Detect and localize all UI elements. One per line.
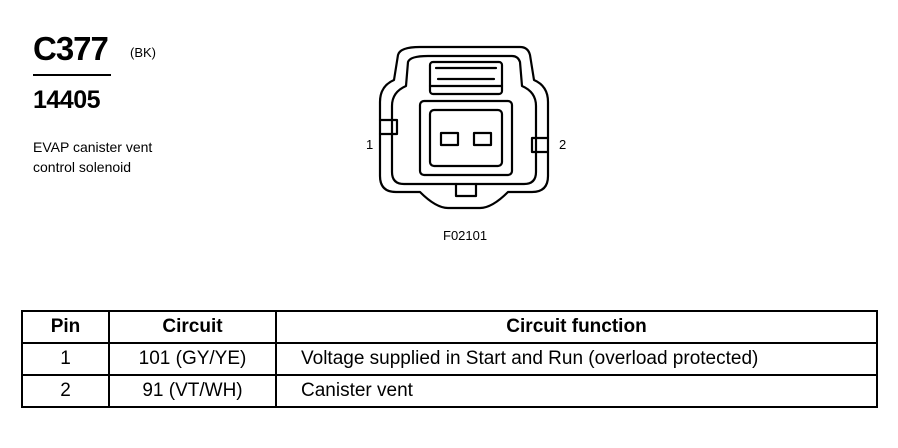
pin-cavity-1 [439,131,460,147]
side-tab-right [530,136,550,154]
pin-cavity-2 [472,131,493,147]
circuit-function: Canister vent [275,374,878,408]
pin-label-1: 1 [366,137,374,152]
header-circuit-function: Circuit function [275,310,878,344]
component-description: EVAP canister vent control solenoid [33,137,213,177]
figure-id: F02101 [443,228,488,243]
connector-color: (BK) [130,45,156,60]
pin-label-2: 2 [559,137,567,152]
description-line-2: control solenoid [33,159,132,175]
circuit-function: Voltage supplied in Start and Run (overl… [275,342,878,376]
header-circuit: Circuit [108,310,277,344]
pin-number: 2 [21,374,110,408]
table-row: 2 91 (VT/WH) Canister vent [21,374,878,408]
circuit-code: 91 (VT/WH) [108,374,277,408]
description-line-1: EVAP canister vent [33,139,153,155]
side-tab-left [378,118,399,136]
pinout-table: Pin Circuit Circuit function 1 101 (GY/Y… [21,310,878,408]
part-number: 14405 [33,86,101,114]
pin-housing [418,99,514,177]
pin-number: 1 [21,342,110,376]
locking-latch [428,60,504,96]
circuit-code: 101 (GY/YE) [108,342,277,376]
bottom-keyway [454,182,478,198]
header-pin: Pin [21,310,110,344]
connector-outer-shell [378,45,550,210]
connector-id: C377 [33,30,109,67]
connector-inner-shell [390,54,538,186]
title-rule [33,74,111,76]
table-row: 1 101 (GY/YE) Voltage supplied in Start … [21,342,878,376]
table-header-row: Pin Circuit Circuit function [21,310,878,344]
